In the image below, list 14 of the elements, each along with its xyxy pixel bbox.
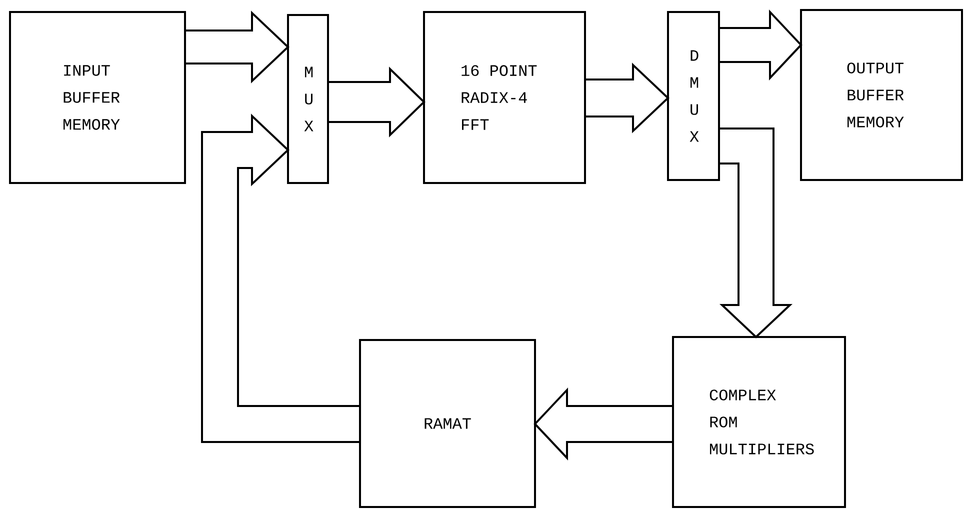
process-box: COMPLEX ROM MULTIPLIERS: [672, 336, 846, 508]
memory-box: INPUT BUFFER MEMORY: [9, 11, 186, 184]
bus-arrow: [718, 9, 802, 81]
bus-arrow: [201, 114, 361, 443]
demultiplexer-box: D M U X: [667, 11, 720, 181]
bus-arrow: [534, 387, 674, 461]
bus-arrow: [184, 10, 290, 84]
bus-arrow: [327, 66, 426, 138]
bus-arrow: [718, 128, 793, 338]
process-box: RAMAT: [359, 339, 536, 508]
process-box: 16 POINT RADIX-4 FFT: [423, 11, 586, 184]
memory-box: OUTPUT BUFFER MEMORY: [800, 9, 963, 181]
multiplexer-box: M U X: [287, 14, 329, 184]
bus-arrow: [584, 62, 670, 134]
